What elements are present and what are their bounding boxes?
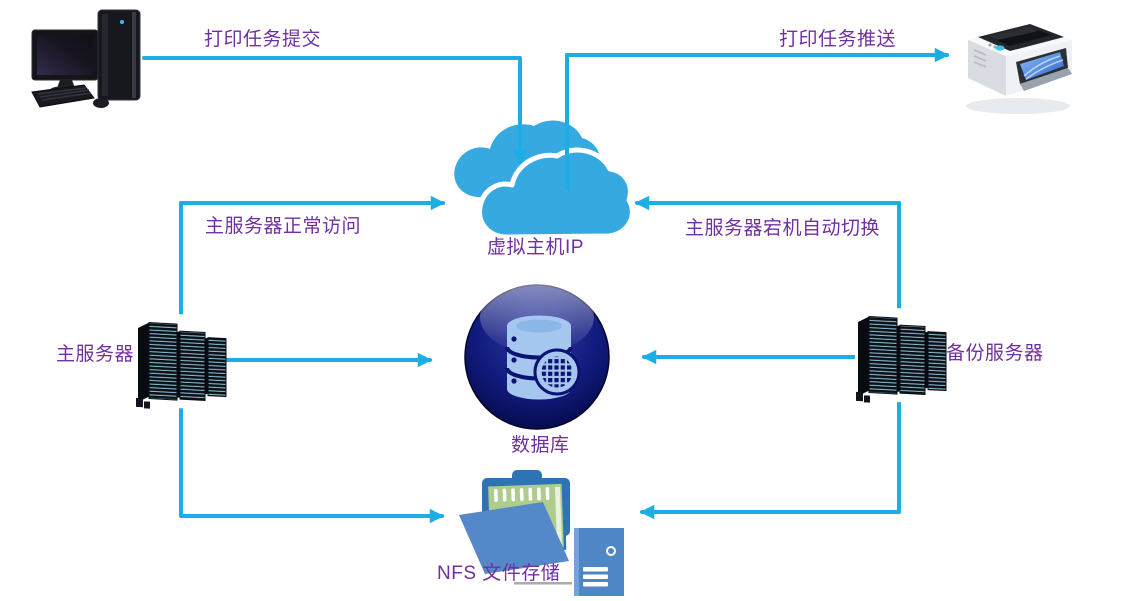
- edge-print-submit: [142, 56, 528, 165]
- edge-primary-to-nfs: [179, 201, 445, 524]
- primary-server-rack-icon: [134, 311, 227, 414]
- database-sphere-icon: [464, 281, 610, 430]
- edge-label-failover: 主服务器宕机自动切换: [685, 218, 881, 239]
- edge-backup-to-nfs: [639, 201, 901, 520]
- edge-label-print-push: 打印任务推送: [779, 29, 897, 50]
- edge-print-push: [565, 47, 950, 190]
- node-label-nfs-storage: NFS 文件存储: [437, 563, 561, 584]
- mini-server-icon: [574, 528, 624, 596]
- cloud-icon: [454, 120, 635, 240]
- node-label-database: 数据库: [511, 435, 570, 456]
- printer-icon: [966, 24, 1072, 114]
- node-label-backup-server: 备份服务器: [946, 343, 1044, 364]
- node-label-primary-server: 主服务器: [56, 344, 135, 365]
- node-label-virtual-host: 虚拟主机IP: [487, 237, 584, 258]
- folder-storage-icon: [459, 470, 624, 596]
- edge-label-primary-access: 主服务器正常访问: [205, 216, 362, 237]
- backup-server-rack-icon: [854, 305, 947, 408]
- connectors: [142, 47, 950, 524]
- edge-label-print-submit: 打印任务提交: [204, 29, 322, 50]
- desktop-computer-icon: [31, 9, 141, 108]
